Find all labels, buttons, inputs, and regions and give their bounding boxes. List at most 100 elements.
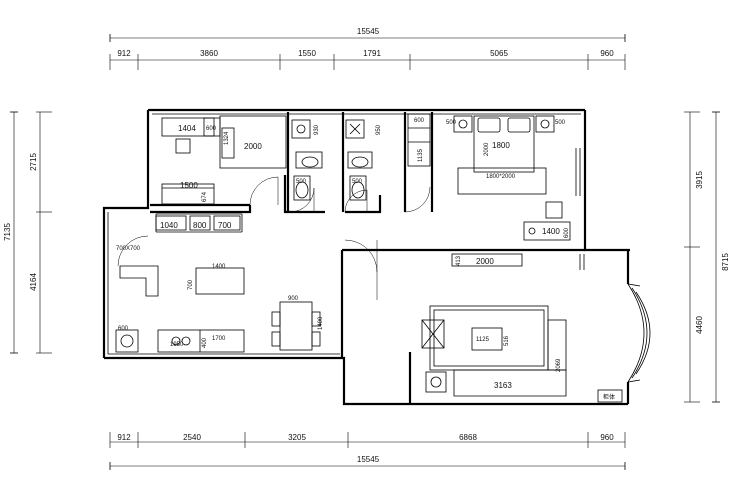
master-bedroom: 500 500 1800 2000 1800*2000 1400 600: [446, 115, 581, 241]
double-bed: [473, 115, 535, 173]
armchair: [421, 319, 445, 349]
bottom-dim-2: 2540: [183, 433, 201, 442]
dining-width-label: 900: [288, 296, 299, 302]
side-table: [425, 371, 447, 393]
bath2-shower: [345, 119, 365, 139]
bed-left-label: 2000: [484, 142, 490, 156]
fridge: [115, 329, 139, 353]
top-dim-5: 5065: [490, 49, 508, 58]
doors: [117, 176, 431, 300]
closet-top-label: 600: [414, 118, 425, 124]
bath1-toilet-label: 500: [296, 179, 307, 185]
bath1-door: [289, 187, 315, 213]
dining-table: [279, 301, 313, 351]
bay-window: [627, 283, 651, 383]
bed-size-label: 1800*2000: [486, 174, 516, 180]
interior-walls: [150, 112, 585, 404]
top-dim-1: 912: [117, 49, 131, 58]
kitchen-door: [117, 235, 149, 267]
nightstand-left-label: 500: [446, 120, 457, 126]
study-shelf: [161, 183, 215, 205]
sofa-depth-label: 2069: [556, 358, 562, 372]
top-dimension-chain: 15545 912 3860 1550 1791 5065 960: [109, 27, 626, 70]
left-dimension-chain: 7135 2715 4164: [3, 111, 52, 354]
right-dim-2: 4460: [695, 316, 704, 334]
bath2-basin: [347, 151, 373, 169]
kitchen-counter-a-label: 1040: [160, 221, 178, 230]
dining-chair-3: [311, 311, 321, 327]
dining-chair-1: [271, 311, 281, 327]
bedroom-desk-depth: 600: [564, 227, 570, 238]
bath1-width: 930: [314, 124, 320, 135]
left-dim-1: 2715: [29, 153, 38, 171]
kitchen-counter-c: [213, 215, 241, 231]
closet-side-label: 1135: [418, 148, 424, 162]
corner-bar: [119, 265, 159, 297]
top-dim-3: 1550: [298, 49, 316, 58]
cabinet: [597, 389, 623, 403]
island-depth-label: 700: [188, 279, 194, 290]
living-room: 2000 413 1125 516 3163 2069 柜体: [421, 253, 623, 403]
tv-depth-label: 413: [456, 255, 462, 266]
left-total-dim: 7135: [3, 223, 12, 241]
counter-c-label: 1700: [212, 336, 226, 342]
study-bed-depth: 1324: [224, 131, 230, 145]
coffee-width-label: 1125: [476, 337, 490, 343]
top-dim-2: 3860: [200, 49, 218, 58]
bedroom-desk-label: 1400: [542, 227, 560, 236]
bedroom-desk: [523, 221, 571, 241]
sofa: [453, 369, 567, 397]
living-door: [344, 239, 378, 273]
left-dim-2: 4164: [29, 273, 38, 291]
right-dim-1: 3915: [695, 171, 704, 189]
kitchen-counter-c-label: 700: [218, 221, 232, 230]
sofa-width-label: 3163: [494, 381, 512, 390]
study-room: 1404 600 2000 1324 1500 674: [161, 115, 287, 205]
bathroom-2: 950 500: [345, 119, 382, 201]
bed-width-label: 1800: [492, 141, 510, 150]
kitchen-counter-b: [189, 215, 211, 231]
cabinet-label: 柜体: [603, 393, 615, 401]
counter-b-label: 400: [202, 337, 208, 348]
study-small-label: 600: [206, 126, 217, 132]
right-dimension-chain: 3915 4460 8715: [684, 111, 730, 403]
study-door: [249, 176, 279, 206]
kitchen-island: [195, 267, 245, 295]
fridge-label: 600: [118, 326, 129, 332]
bottom-dim-1: 912: [117, 433, 131, 442]
closet: 600 1135: [407, 113, 431, 167]
nightstand-left: [453, 115, 473, 133]
dining-chair-2: [271, 331, 281, 347]
kitchen-dining: 1040 800 700 700X700 1400 700 900 1400 6…: [115, 215, 324, 353]
top-dim-6: 960: [600, 49, 614, 58]
counter-a-label: 1950: [170, 342, 184, 348]
coffee-depth-label: 516: [504, 335, 510, 346]
living-rug: [429, 305, 549, 371]
closet-door: [404, 186, 431, 213]
bath2-toilet-label: 500: [352, 179, 363, 185]
tv-cabinet: [451, 253, 523, 267]
study-desk-label: 1404: [178, 124, 196, 133]
bath2-width: 950: [376, 124, 382, 135]
kitchen-counter-b-label: 800: [193, 221, 207, 230]
bottom-dim-4: 6868: [459, 433, 477, 442]
dining-depth-label: 1400: [318, 316, 324, 330]
nightstand-right-label: 500: [555, 120, 566, 126]
dining-chair-4: [311, 331, 321, 347]
bottom-total-dim: 15545: [357, 455, 380, 464]
island-width-label: 1400: [212, 264, 226, 270]
kitchen-counter-a: [155, 215, 187, 231]
nightstand-right: [535, 115, 555, 133]
closet-cabinet: [407, 113, 431, 167]
study-bed-label: 2000: [244, 142, 262, 151]
bottom-dimension-chain: 912 2540 3205 6868 960 15545: [109, 432, 626, 470]
kitchen-counter-bottom: [157, 329, 245, 353]
kitchen-corner-label: 700X700: [116, 246, 141, 252]
study-chair: [175, 138, 191, 154]
top-dim-4: 1791: [363, 49, 381, 58]
bedroom-chair: [545, 201, 563, 219]
bottom-dim-5: 960: [600, 433, 614, 442]
top-total-dim: 15545: [357, 27, 380, 36]
